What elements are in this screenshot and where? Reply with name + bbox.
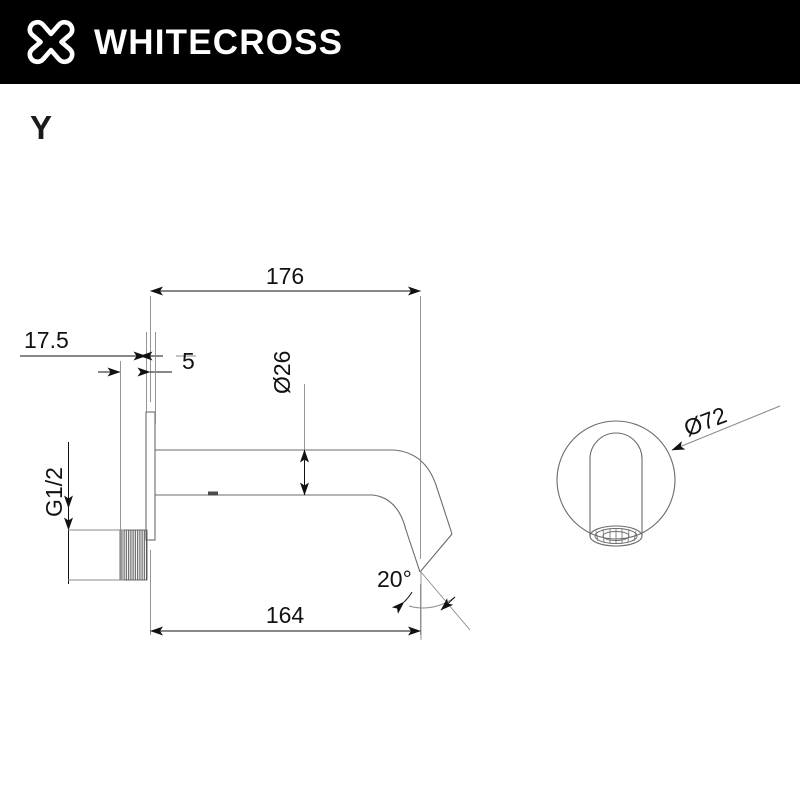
dimension-176-label: 176 bbox=[266, 263, 304, 289]
dimension-17-5-label: 17.5 bbox=[24, 327, 69, 353]
aerator-outer-ring bbox=[589, 525, 643, 547]
dimension-176: 176 bbox=[150, 263, 421, 559]
aerator-knurl bbox=[595, 528, 637, 544]
dimension-diameter-26: Ø26 bbox=[269, 351, 309, 496]
dimension-angle-20: 20° bbox=[377, 566, 471, 640]
set-screw-mark bbox=[208, 491, 218, 496]
dimension-17-5: 17.5 bbox=[20, 327, 172, 530]
dimension-diameter-26-label: Ø26 bbox=[269, 351, 295, 394]
model-title: Y bbox=[30, 109, 53, 146]
dimension-g-half-label: G1/2 bbox=[41, 467, 67, 517]
dimension-164: 164 bbox=[150, 550, 421, 636]
outlet-face-edge bbox=[419, 533, 453, 573]
whitecross-logo-icon bbox=[27, 19, 75, 65]
dimension-angle-20-label: 20° bbox=[377, 566, 412, 592]
front-view-geometry bbox=[556, 420, 676, 547]
dimension-diameter-72: Ø72 bbox=[671, 402, 781, 451]
dimension-5: 5 bbox=[139, 332, 196, 424]
brand-name-text: WHITECROSS bbox=[94, 22, 344, 62]
thread-hatching bbox=[120, 530, 147, 580]
side-view-geometry bbox=[119, 411, 453, 581]
spout-outer-profile bbox=[155, 449, 453, 535]
dimension-g-half: G1/2 bbox=[41, 442, 124, 584]
dimension-diameter-72-label: Ø72 bbox=[680, 402, 730, 442]
dimension-5-label: 5 bbox=[182, 348, 195, 374]
spout-inner-profile bbox=[155, 494, 421, 573]
brand-header: WHITECROSS bbox=[0, 0, 800, 84]
front-spout-tube bbox=[589, 432, 643, 536]
technical-drawing: 176 17.5 5 Ø26 bbox=[20, 263, 781, 640]
wall-flange-plate bbox=[145, 411, 156, 541]
front-flange-circle bbox=[556, 420, 676, 540]
dimension-164-label: 164 bbox=[266, 602, 305, 628]
